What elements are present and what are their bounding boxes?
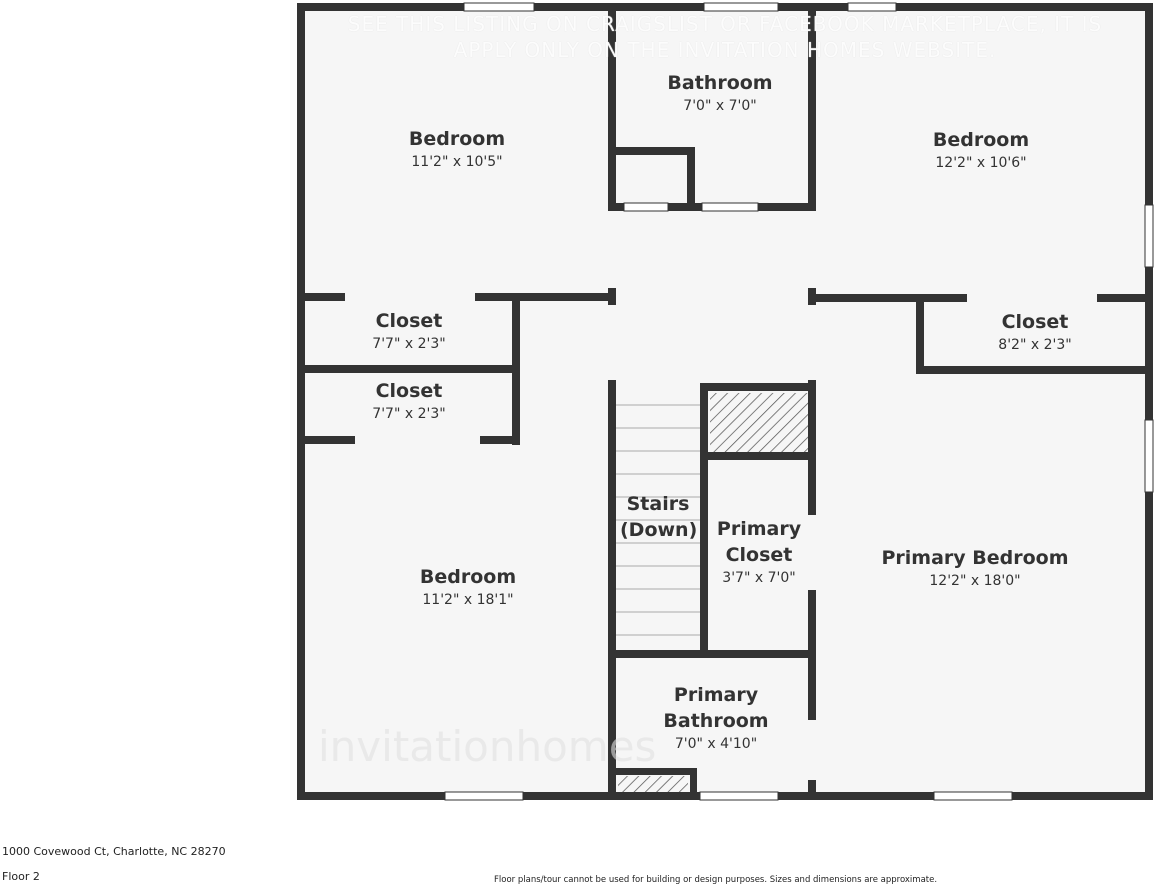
hatched-chase-small: [618, 776, 688, 792]
address: 1000 Covewood Ct, Charlotte, NC 28270: [2, 845, 226, 858]
brand-watermark: invitationhomes: [318, 722, 657, 771]
stair-treads: [616, 404, 700, 636]
hatched-chase: [710, 393, 808, 452]
windows: [444, 2, 1154, 801]
floor-label: Floor 2: [2, 870, 40, 883]
disclaimer: Floor plans/tour cannot be used for buil…: [494, 875, 938, 885]
watermark-line2: APPLY ONLY ON THE INVITATION HOMES WEBSI…: [453, 38, 997, 62]
room-stairs: Stairs (Down): [620, 493, 698, 541]
watermark-line1: SEE THIS LISTING ON CRAIGSLIST OR FACEBO…: [347, 12, 1103, 36]
